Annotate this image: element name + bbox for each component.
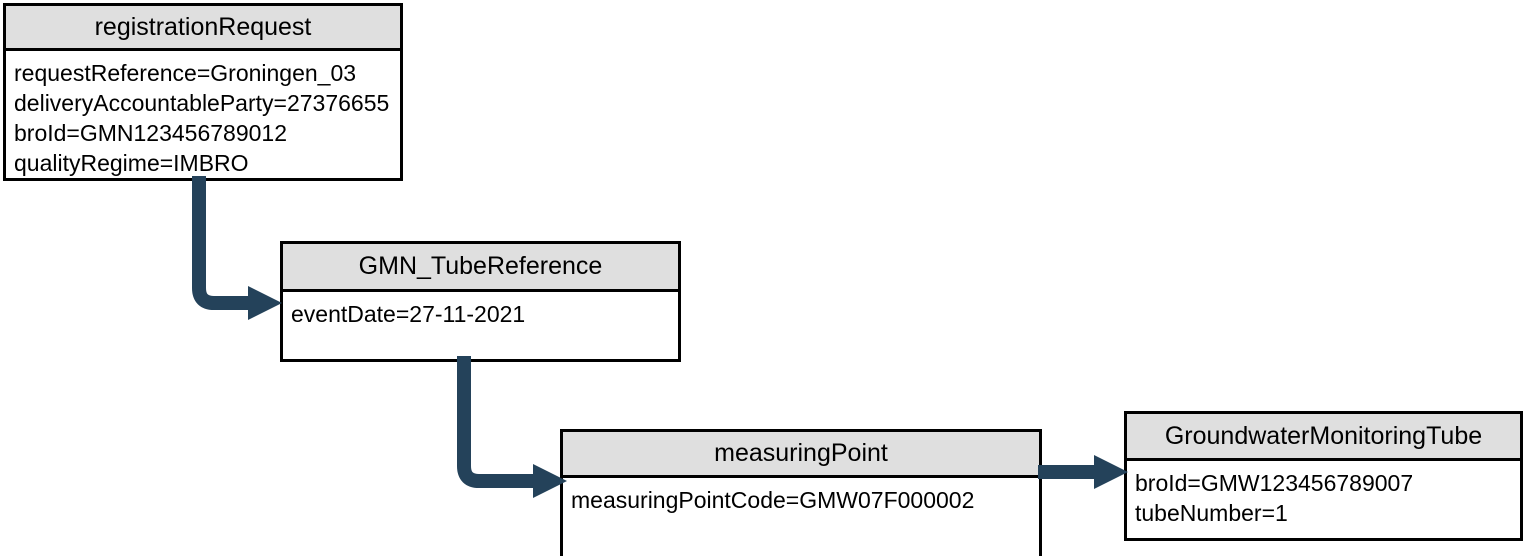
attribute-request-reference: requestReference=Groningen_03 <box>14 60 357 86</box>
uml-box-registration-request[interactable]: registrationRequest requestReference=Gro… <box>3 3 403 181</box>
attribute-gw-bro-id: broId=GMW123456789007 <box>1135 470 1414 496</box>
uml-box-body-measuring-point: measuringPointCode=GMW07F000002 <box>563 478 1039 556</box>
uml-box-measuring-point[interactable]: measuringPoint measuringPointCode=GMW07F… <box>560 429 1042 556</box>
uml-box-title-measuring-point: measuringPoint <box>563 432 1039 478</box>
attribute-quality-regime: qualityRegime=IMBRO <box>14 149 249 176</box>
uml-box-gmn-tube-reference[interactable]: GMN_TubeReference eventDate=27-11-2021 <box>280 241 681 362</box>
uml-box-body-registration-request: requestReference=Groningen_03 deliveryAc… <box>6 51 400 178</box>
uml-box-groundwater-monitoring-tube[interactable]: GroundwaterMonitoringTube broId=GMW12345… <box>1124 411 1523 541</box>
uml-box-body-groundwater-monitoring-tube: broId=GMW123456789007 tubeNumber=1 <box>1127 461 1520 538</box>
connector-gmn-tube-reference-to-measuring-point <box>457 356 567 498</box>
uml-box-body-gmn-tube-reference: eventDate=27-11-2021 <box>283 292 678 359</box>
uml-box-title-gmn-tube-reference: GMN_TubeReference <box>283 244 678 292</box>
connector-registration-request-to-gmn-tube-reference <box>192 176 282 320</box>
attribute-measuring-point-code: measuringPointCode=GMW07F000002 <box>571 487 975 513</box>
attribute-tube-number: tubeNumber=1 <box>1135 499 1288 526</box>
attribute-delivery-accountable-party: deliveryAccountableParty=27376655 <box>14 89 390 116</box>
connector-measuring-point-to-groundwater-monitoring-tube <box>1038 455 1128 489</box>
uml-box-title-groundwater-monitoring-tube: GroundwaterMonitoringTube <box>1127 414 1520 461</box>
uml-box-title-registration-request: registrationRequest <box>6 6 400 51</box>
attribute-event-date: eventDate=27-11-2021 <box>291 301 526 327</box>
attribute-bro-id: broId=GMN123456789012 <box>14 119 288 146</box>
